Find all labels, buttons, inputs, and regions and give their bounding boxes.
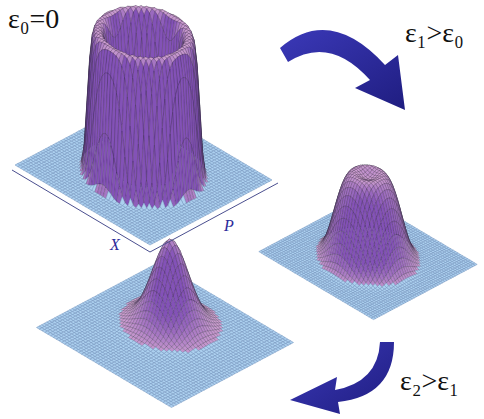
surface-meshes <box>15 6 477 408</box>
surface-plot <box>15 6 272 245</box>
